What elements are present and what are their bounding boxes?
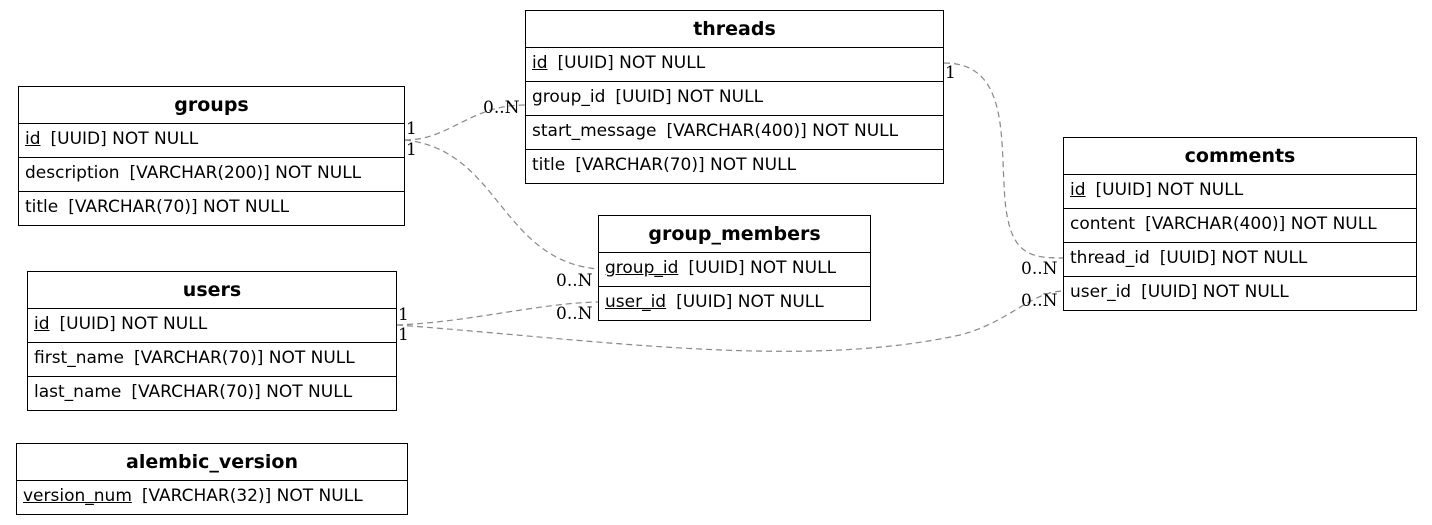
column-row: title [VARCHAR(70)] NOT NULL bbox=[526, 150, 943, 183]
column-type: [VARCHAR(70)] NOT NULL bbox=[131, 382, 353, 402]
table-title: group_members bbox=[599, 216, 870, 253]
column-type: [UUID] NOT NULL bbox=[615, 87, 764, 107]
card-users-members-from: 1 bbox=[398, 305, 409, 325]
table-threads: threads id [UUID] NOT NULL group_id [UUID]… bbox=[525, 10, 944, 184]
table-groups: groups id [UUID] NOT NULL description [VAR… bbox=[18, 86, 405, 226]
column-type: [UUID] NOT NULL bbox=[557, 53, 706, 73]
column-type: [VARCHAR(70)] NOT NULL bbox=[575, 155, 797, 175]
table-title: comments bbox=[1064, 138, 1416, 175]
card-users-comments-to: 0..N bbox=[1021, 291, 1058, 311]
column-name: title bbox=[532, 155, 566, 175]
table-title: groups bbox=[19, 87, 404, 124]
column-name: id bbox=[34, 314, 50, 334]
column-type: [VARCHAR(400)] NOT NULL bbox=[1145, 214, 1377, 234]
table-title: threads bbox=[526, 11, 943, 48]
card-threads-comments-from: 1 bbox=[945, 63, 956, 83]
edge-groups-threads bbox=[404, 104, 526, 141]
column-name: content bbox=[1070, 214, 1136, 234]
column-name: last_name bbox=[34, 382, 122, 402]
column-type: [VARCHAR(32)] NOT NULL bbox=[141, 486, 363, 506]
table-alembic-version: alembic_version version_num [VARCHAR(32)]… bbox=[16, 443, 408, 515]
column-row: id [UUID] NOT NULL bbox=[1064, 175, 1416, 209]
column-name: first_name bbox=[34, 348, 124, 368]
column-type: [UUID] NOT NULL bbox=[688, 258, 837, 278]
table-group-members: group_members group_id [UUID] NOT NULL us… bbox=[598, 215, 871, 321]
edge-groups-group-members bbox=[404, 139, 599, 270]
column-type: [VARCHAR(70)] NOT NULL bbox=[68, 197, 290, 217]
column-row: id [UUID] NOT NULL bbox=[526, 48, 943, 82]
column-type: [VARCHAR(400)] NOT NULL bbox=[666, 121, 899, 141]
column-row: last_name [VARCHAR(70)] NOT NULL bbox=[28, 377, 396, 410]
column-type: [UUID] NOT NULL bbox=[50, 129, 199, 149]
column-row: description [VARCHAR(200)] NOT NULL bbox=[19, 158, 404, 192]
card-users-members-to: 0..N bbox=[556, 304, 593, 324]
column-row: user_id [UUID] NOT NULL bbox=[599, 287, 870, 320]
column-row: title [VARCHAR(70)] NOT NULL bbox=[19, 192, 404, 225]
column-name: thread_id bbox=[1070, 248, 1150, 268]
table-comments: comments id [UUID] NOT NULL content [VARCH… bbox=[1063, 137, 1417, 311]
column-type: [UUID] NOT NULL bbox=[1095, 180, 1244, 200]
column-name: group_id bbox=[532, 87, 606, 107]
column-row: group_id [UUID] NOT NULL bbox=[526, 82, 943, 116]
column-name: group_id bbox=[605, 258, 679, 278]
column-name: id bbox=[25, 129, 41, 149]
column-row: id [UUID] NOT NULL bbox=[19, 124, 404, 158]
card-threads-comments-to: 0..N bbox=[1021, 259, 1058, 279]
column-row: start_message [VARCHAR(400)] NOT NULL bbox=[526, 116, 943, 150]
column-row: group_id [UUID] NOT NULL bbox=[599, 253, 870, 287]
column-row: thread_id [UUID] NOT NULL bbox=[1064, 243, 1416, 277]
table-title: alembic_version bbox=[17, 444, 407, 481]
card-groups-threads-to: 0..N bbox=[483, 98, 520, 118]
edge-users-group-members bbox=[396, 301, 599, 326]
column-name: id bbox=[1070, 180, 1086, 200]
column-row: content [VARCHAR(400)] NOT NULL bbox=[1064, 209, 1416, 243]
card-groups-members-to: 0..N bbox=[556, 271, 593, 291]
column-name: description bbox=[25, 163, 120, 183]
column-name: id bbox=[532, 53, 548, 73]
edge-threads-comments bbox=[943, 62, 1064, 259]
card-groups-members-from: 1 bbox=[406, 140, 417, 160]
table-title: users bbox=[28, 272, 396, 309]
column-name: start_message bbox=[532, 121, 657, 141]
column-name: user_id bbox=[605, 292, 667, 312]
column-type: [VARCHAR(70)] NOT NULL bbox=[133, 348, 355, 368]
column-type: [UUID] NOT NULL bbox=[59, 314, 208, 334]
column-type: [UUID] NOT NULL bbox=[1159, 248, 1308, 268]
column-name: user_id bbox=[1070, 282, 1132, 302]
column-name: title bbox=[25, 197, 59, 217]
column-name: version_num bbox=[23, 486, 132, 506]
column-type: [UUID] NOT NULL bbox=[1141, 282, 1289, 302]
table-users: users id [UUID] NOT NULL first_name [VARCH… bbox=[27, 271, 397, 411]
column-row: version_num [VARCHAR(32)] NOT NULL bbox=[17, 481, 407, 514]
column-row: id [UUID] NOT NULL bbox=[28, 309, 396, 343]
card-groups-threads-from: 1 bbox=[406, 119, 417, 139]
card-users-comments-from: 1 bbox=[398, 325, 409, 345]
column-row: first_name [VARCHAR(70)] NOT NULL bbox=[28, 343, 396, 377]
column-type: [VARCHAR(200)] NOT NULL bbox=[129, 163, 362, 183]
column-row: user_id [UUID] NOT NULL bbox=[1064, 277, 1416, 310]
column-type: [UUID] NOT NULL bbox=[676, 292, 824, 312]
